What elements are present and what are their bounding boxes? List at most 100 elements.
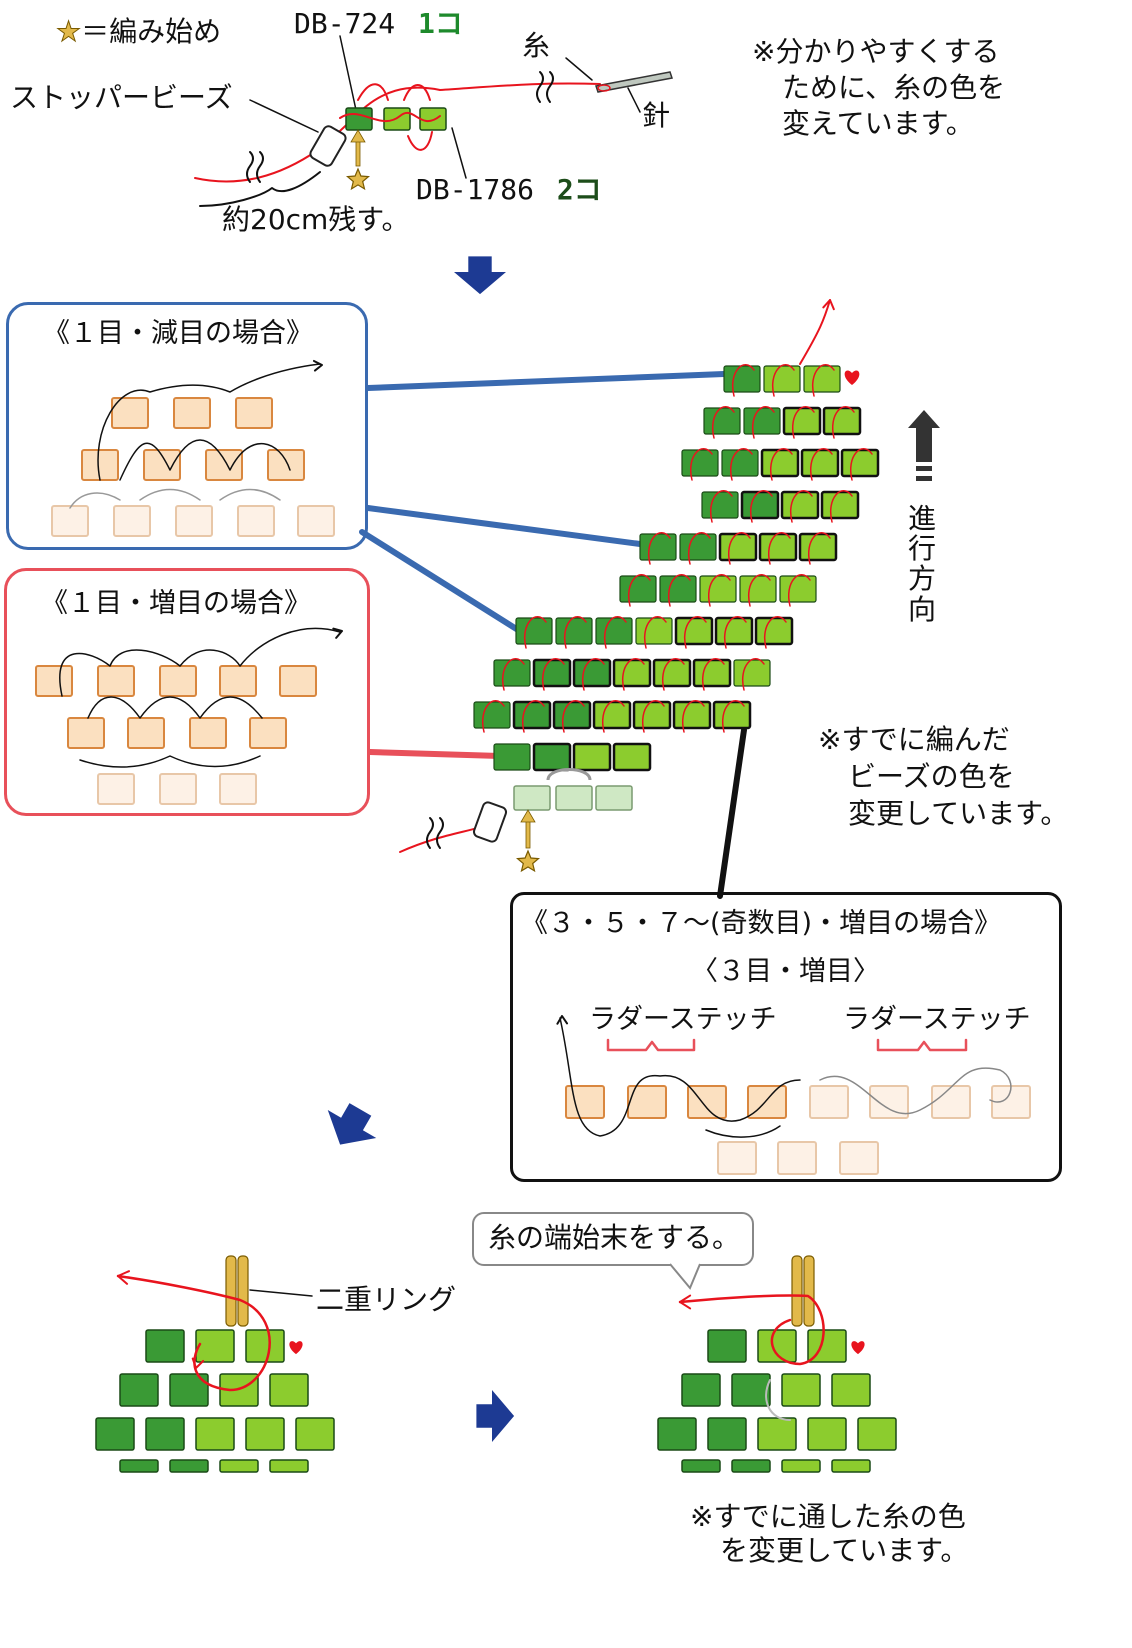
peach-bead: [175, 505, 213, 537]
thread-loop: [644, 616, 667, 649]
direction-arrow-dash: [916, 466, 932, 471]
thread-loop: [602, 700, 625, 733]
thread-loop: [622, 658, 645, 691]
thread-loop: [524, 616, 547, 649]
increase-panel-title: 《１目・増目の場合》: [41, 588, 311, 619]
finish-bead: [831, 1459, 871, 1473]
pattern-bead: [532, 742, 572, 772]
thread-loop: [690, 448, 713, 481]
start-arrow-shaft: [525, 819, 531, 849]
start-arrow-head: [520, 809, 536, 823]
ladder-bracket: [606, 1038, 696, 1052]
peach-bead: [809, 1085, 849, 1119]
thread-loop: [684, 616, 707, 649]
note-line: ※すでに編んだ: [818, 723, 1010, 756]
finish-bead: [295, 1417, 335, 1451]
thread-loop: [748, 574, 771, 607]
bead1-count: 1コ: [418, 7, 463, 40]
bead-db724: [345, 107, 373, 131]
thread-loop: [604, 616, 627, 649]
thread-loop: [712, 406, 735, 439]
pattern-bead-recolored: [513, 785, 551, 811]
thread-loop: [710, 490, 733, 523]
peach-bead: [219, 773, 257, 805]
heart-icon: [289, 1341, 303, 1355]
thread-loop: [752, 406, 775, 439]
peach-bead: [35, 665, 73, 697]
finish-bead: [219, 1459, 259, 1473]
thread-loop: [788, 574, 811, 607]
finish-bead: [269, 1459, 309, 1473]
peach-bead: [237, 505, 275, 537]
finish-bead: [681, 1373, 721, 1407]
peach-bead: [51, 505, 89, 537]
peach-bead: [279, 665, 317, 697]
peach-bead: [297, 505, 335, 537]
thread-path: [119, 439, 291, 481]
thread-loop: [812, 364, 835, 397]
double-ring-label: 二重リング: [316, 1283, 457, 1316]
thread-path: [79, 755, 261, 768]
peach-bead: [249, 717, 287, 749]
callout-tail: [669, 1263, 701, 1290]
peach-bead: [159, 773, 197, 805]
direction-arrow-icon: [908, 410, 940, 462]
thread-loop: [708, 574, 731, 607]
double-ring-icon: [791, 1255, 803, 1327]
double-ring-icon: [803, 1255, 815, 1327]
peach-bead: [97, 665, 135, 697]
thread-loop: [790, 490, 813, 523]
finish-bead: [195, 1329, 235, 1363]
thread-loop: [628, 574, 651, 607]
peach-bead: [777, 1141, 817, 1175]
leader-line: [627, 87, 641, 113]
bead1-label: DB-724 1コ: [294, 8, 463, 39]
thread-loop: [502, 658, 525, 691]
arrow-head: [332, 627, 343, 639]
thread-loop: [750, 490, 773, 523]
leader-line: [451, 127, 467, 179]
peach-bead: [111, 397, 149, 429]
leader-line: [565, 57, 593, 81]
finish-bead: [245, 1329, 285, 1363]
heart-icon: [844, 370, 860, 385]
ladder-thread-faded: [819, 1067, 1012, 1115]
bottom-note: ※すでに通した糸の色 を変更しています。: [690, 1500, 968, 1567]
thread-loop: [728, 532, 751, 565]
finish-bead: [681, 1459, 721, 1473]
thread-loop: [808, 532, 831, 565]
thread-loop: [562, 700, 585, 733]
tail-length-label: 約20cm残す。: [222, 203, 410, 236]
diagonal-arrow-icon: [327, 1103, 377, 1145]
odd-increase-panel-subtitle: 〈３目・増目〉: [691, 956, 880, 987]
peach-bead: [869, 1085, 909, 1119]
stopper-bead-icon: [472, 801, 508, 843]
peach-bead: [143, 449, 181, 481]
connector-line: [359, 529, 521, 633]
direction-arrow-dash: [916, 476, 932, 481]
peach-bead: [717, 1141, 757, 1175]
needle-eye: [597, 84, 611, 92]
pattern-bead-recolored: [555, 785, 593, 811]
finish-bead: [757, 1329, 797, 1363]
peach-bead: [627, 1085, 667, 1119]
thread-path: [705, 1125, 781, 1138]
peach-bead: [81, 449, 119, 481]
connector-line: [717, 727, 747, 899]
connector-line: [367, 749, 503, 759]
finish-bead: [169, 1373, 209, 1407]
connector-line: [365, 505, 643, 547]
double-ring-icon: [225, 1255, 237, 1327]
thread-loop: [772, 364, 795, 397]
finish-bead: [119, 1459, 159, 1473]
arrow-head: [117, 1270, 130, 1285]
thread-path: [59, 627, 341, 697]
pattern-bead-recolored: [595, 785, 633, 811]
star-icon: [345, 167, 371, 191]
finish-bead: [169, 1459, 209, 1473]
pattern-bead: [572, 742, 612, 772]
finish-thread: [116, 1274, 271, 1392]
note-line: ビーズの色を: [848, 759, 1015, 793]
finish-bead: [95, 1417, 135, 1451]
